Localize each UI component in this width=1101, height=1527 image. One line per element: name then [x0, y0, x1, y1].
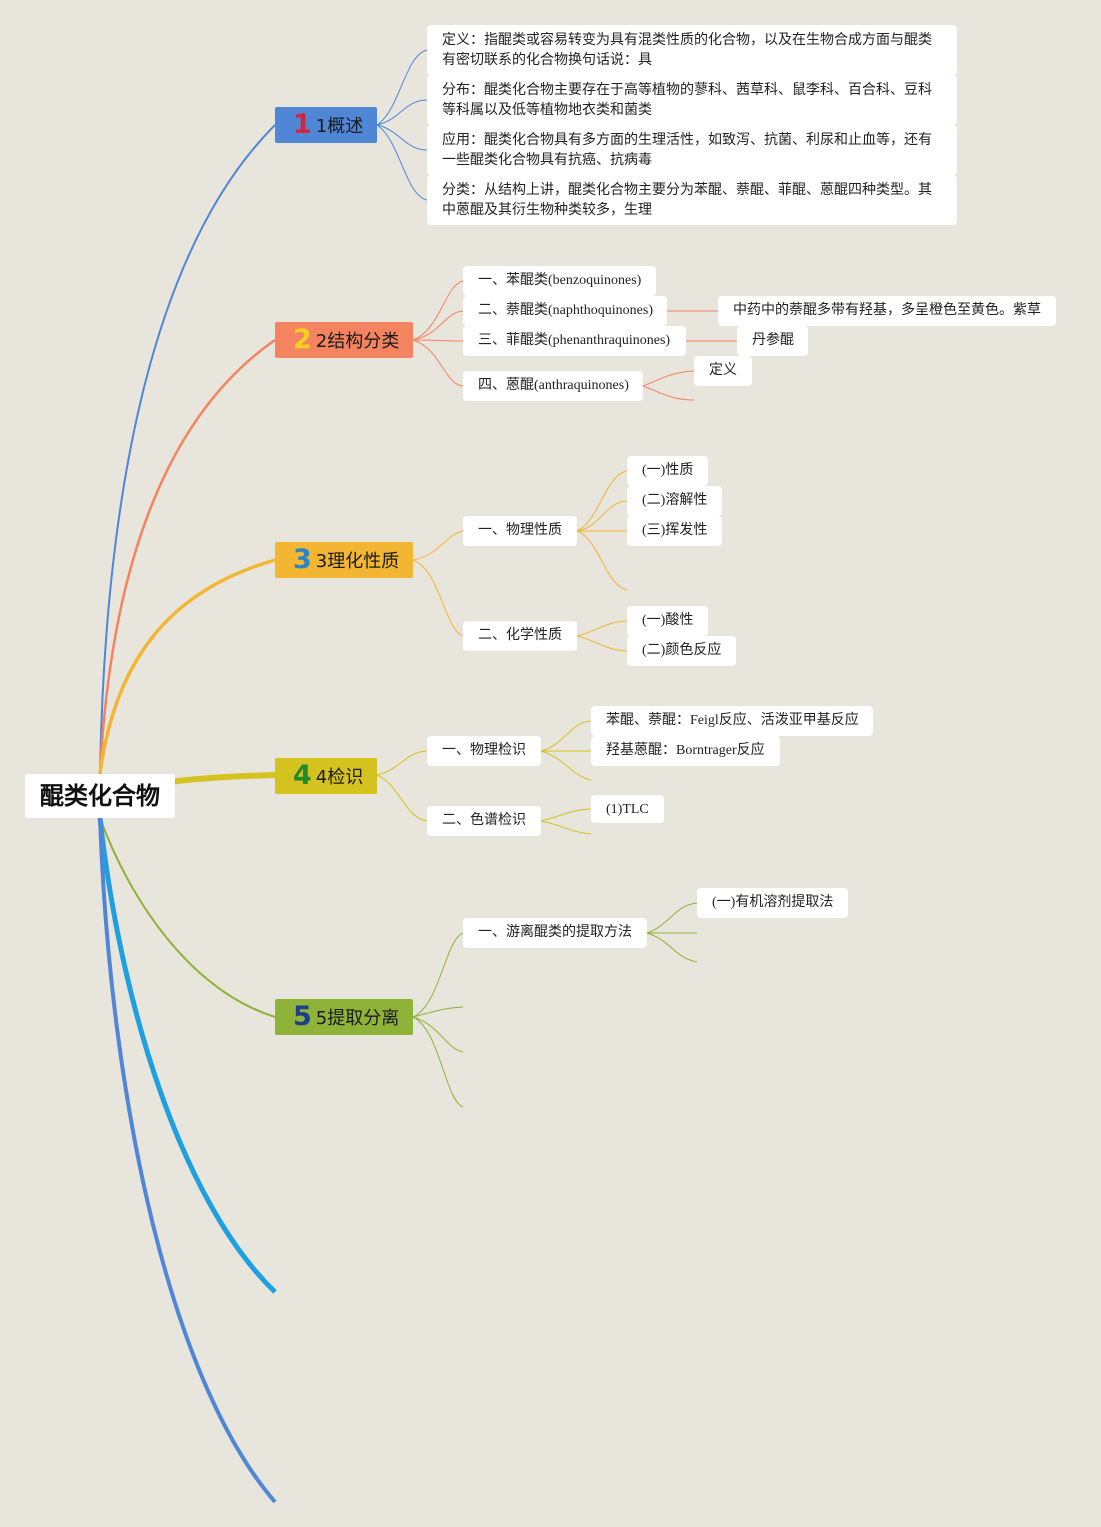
link-root-b6 [97, 817, 277, 1294]
identification-feigl[interactable]: 苯醌、萘醌：Feigl反应、活泼亚甲基反应 [591, 706, 873, 736]
physical-solubility[interactable]: (二)溶解性 [627, 486, 722, 516]
phenanthraquinone-note[interactable]: 丹参醌 [737, 326, 808, 356]
chemical-color-reaction[interactable]: (二)颜色反应 [627, 636, 736, 666]
structure-naphthoquinones[interactable]: 二、萘醌类(naphthoquinones) [463, 296, 667, 326]
badge-1: 1 [293, 109, 312, 140]
identification-chromatography[interactable]: 二、色谱检识 [427, 806, 541, 836]
physical-volatility[interactable]: (三)挥发性 [627, 516, 722, 546]
link-root-b7 [98, 817, 277, 1504]
structure-anthraquinones[interactable]: 四、蒽醌(anthraquinones) [463, 371, 643, 401]
overview-classification[interactable]: 分类：从结构上讲，醌类化合物主要分为苯醌、萘醌、菲醌、蒽醌四种类型。其中蒽醌及其… [427, 175, 957, 225]
branch-properties[interactable]: 3 3理化性质 [275, 542, 413, 578]
badge-5: 5 [293, 1001, 312, 1032]
branch-extraction[interactable]: 5 5提取分离 [275, 999, 413, 1035]
properties-chemical[interactable]: 二、化学性质 [463, 621, 577, 651]
properties-physical[interactable]: 一、物理性质 [463, 516, 577, 546]
link-root-b5 [99, 817, 276, 1018]
identification-borntrager[interactable]: 羟基蒽醌：Borntrager反应 [591, 736, 780, 766]
badge-4: 4 [293, 760, 312, 791]
root-node[interactable]: 醌类化合物 [25, 774, 175, 818]
branch-overview[interactable]: 1 1概述 [275, 107, 377, 143]
link-root-b2 [98, 338, 276, 775]
branch-label: 2结构分类 [315, 331, 400, 352]
link-root-b4 [169, 772, 276, 785]
overview-definition[interactable]: 定义：指醌类或容易转变为具有混类性质的化合物，以及在生物合成方面与醌类有密切联系… [427, 25, 957, 75]
branch-label: 1概述 [315, 116, 364, 137]
extraction-organic-solvent[interactable]: (一)有机溶剂提取法 [697, 888, 848, 918]
overview-distribution[interactable]: 分布：醌类化合物主要存在于高等植物的蓼科、茜草科、鼠李科、百合科、豆科等科属以及… [427, 75, 957, 125]
chemical-acidity[interactable]: (一)酸性 [627, 606, 708, 636]
branch-label: 5提取分离 [315, 1008, 400, 1029]
badge-3: 3 [293, 544, 312, 575]
physical-nature[interactable]: (一)性质 [627, 456, 708, 486]
identification-physical[interactable]: 一、物理检识 [427, 736, 541, 766]
extraction-free-quinones[interactable]: 一、游离醌类的提取方法 [463, 918, 647, 948]
badge-2: 2 [293, 324, 312, 355]
structure-phenanthraquinones[interactable]: 三、菲醌类(phenanthraquinones) [463, 326, 686, 356]
identification-tlc[interactable]: (1)TLC [591, 795, 664, 823]
branch-label: 4检识 [315, 767, 364, 788]
branch-structure[interactable]: 2 2结构分类 [275, 322, 413, 358]
link-root-b3 [98, 558, 276, 775]
branch-identification[interactable]: 4 4检识 [275, 758, 377, 794]
structure-benzoquinones[interactable]: 一、苯醌类(benzoquinones) [463, 266, 656, 296]
naphthoquinone-note[interactable]: 中药中的萘醌多带有羟基，多呈橙色至黄色。紫草 [718, 296, 1056, 326]
overview-application[interactable]: 应用：醌类化合物具有多方面的生理活性，如致泻、抗菌、利尿和止血等，还有一些醌类化… [427, 125, 957, 175]
anthraquinone-definition[interactable]: 定义 [694, 356, 752, 386]
branch-label: 3理化性质 [315, 551, 400, 572]
link-root-b1 [99, 124, 276, 775]
